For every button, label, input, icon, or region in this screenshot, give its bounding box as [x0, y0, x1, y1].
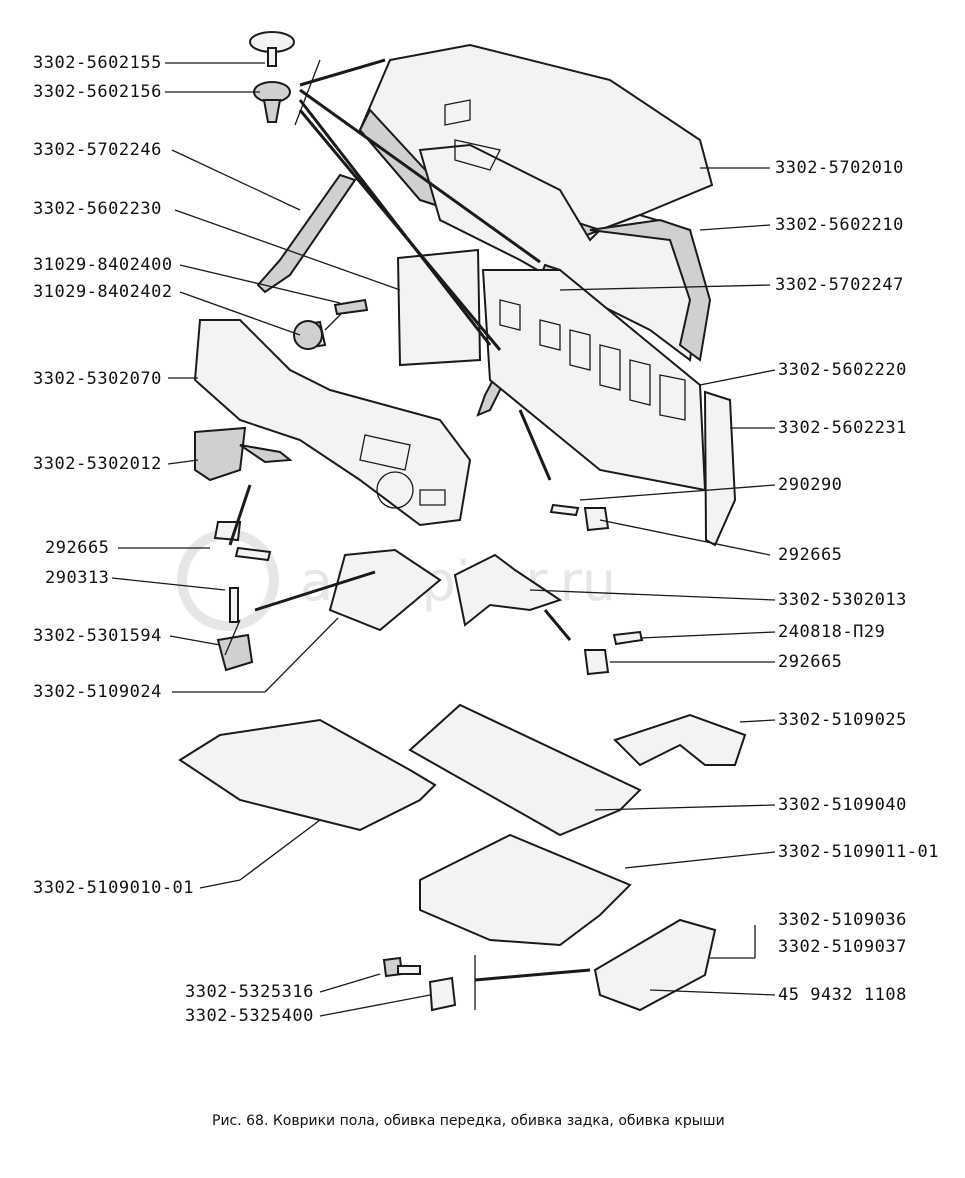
connector-lines	[224, 58, 591, 1010]
label-left-5: 31029-8402400	[33, 255, 173, 275]
leader-lines	[111, 62, 776, 1017]
label-right-16: 45 9432 1108	[778, 985, 907, 1005]
label-right-14: 3302-5109036	[778, 910, 907, 930]
label-left-7: 3302-5302070	[33, 369, 162, 389]
right-labels: 3302-5702010 3302-5602210 3302-5702247 3…	[775, 158, 939, 1005]
label-right-3: 3302-5702247	[775, 275, 904, 295]
label-left-1: 3302-5602155	[33, 53, 162, 73]
label-right-13: 3302-5109011-01	[778, 842, 939, 862]
label-right-9: 240818-П29	[778, 622, 885, 642]
label-right-12: 3302-5109040	[778, 795, 907, 815]
fasteners-drawing	[213, 31, 644, 1012]
label-right-2: 3302-5602210	[775, 215, 904, 235]
label-right-5: 3302-5602231	[778, 418, 907, 438]
label-left-10: 290313	[45, 568, 109, 588]
label-left-3: 3302-5702246	[33, 140, 162, 160]
label-left-9: 292665	[45, 538, 109, 558]
label-right-10: 292665	[778, 652, 842, 672]
left-labels: 3302-5602155 3302-5602156 3302-5702246 3…	[33, 53, 314, 1026]
label-left-13: 3302-5109010-01	[33, 878, 194, 898]
label-left-15: 3302-5325400	[185, 1006, 314, 1026]
label-left-14: 3302-5325316	[185, 982, 314, 1002]
rear-lining-drawing	[396, 248, 737, 547]
label-right-1: 3302-5702010	[775, 158, 904, 178]
label-right-4: 3302-5602220	[778, 360, 907, 380]
figure-caption: Рис. 68. Коврики пола, обивка передка, о…	[212, 1113, 725, 1129]
front-lining-drawing	[193, 309, 472, 527]
label-right-7: 292665	[778, 545, 842, 565]
label-left-6: 31029-8402402	[33, 282, 173, 302]
label-left-4: 3302-5602230	[33, 199, 162, 219]
label-left-2: 3302-5602156	[33, 82, 162, 102]
floor-mats-drawing	[178, 548, 747, 1012]
label-right-8: 3302-5302013	[778, 590, 907, 610]
label-left-8: 3302-5302012	[33, 454, 162, 474]
label-right-11: 3302-5109025	[778, 710, 907, 730]
label-left-11: 3302-5301594	[33, 626, 162, 646]
label-left-12: 3302-5109024	[33, 682, 162, 702]
label-right-6: 290290	[778, 475, 842, 495]
label-right-15: 3302-5109037	[778, 937, 907, 957]
